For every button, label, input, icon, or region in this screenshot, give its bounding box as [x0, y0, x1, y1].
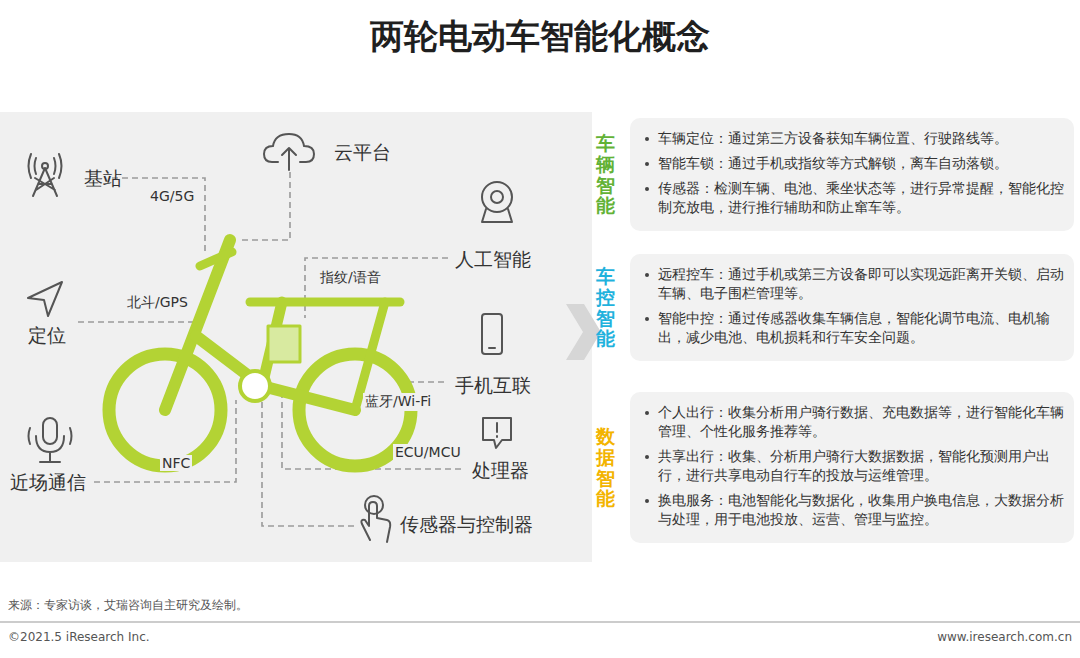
icon — [482, 209, 512, 222]
bullet-text: 传感器：检测车辆、电池、乘坐状态等，进行异常提醒，智能化控制充放电，进行推行辅助… — [658, 180, 1064, 215]
bullet-text: 智能车锁：通过手机或指纹等方式解锁，离车自动落锁。 — [658, 155, 1008, 171]
bullet-text: 智能车锁：通过手机或指纹等方式解锁，离车自动落锁。 — [642, 154, 1064, 173]
bullet-dot — [645, 273, 649, 277]
bullet-text: 远程控车：通过手机或第三方设备即可以实现远距离开关锁、启动车辆、电子围栏管理等。 — [642, 265, 1064, 303]
icon — [365, 496, 383, 514]
bullet-text: 智能中控：通过传感器收集车辆信息，智能化调节电流、电机输出，减少电池、电机损耗和… — [658, 310, 1050, 345]
vertical-heading: 车辆智能 — [596, 133, 615, 217]
icon — [496, 423, 498, 437]
chevron-arrow — [566, 304, 601, 360]
bullet-panel: 远程控车：通过手机或第三方设备即可以实现远距离开关锁、启动车辆、电子围栏管理等。… — [630, 254, 1074, 361]
bike — [250, 298, 400, 307]
icon — [42, 163, 48, 169]
part-label: ECU/MCU — [393, 444, 463, 460]
icon — [483, 418, 511, 448]
part-label: 近场通信 — [10, 470, 86, 496]
part-label: 基站 — [84, 166, 122, 192]
leader-line — [112, 178, 205, 252]
icon — [491, 191, 503, 203]
bike — [200, 252, 232, 266]
part-label: 人工智能 — [455, 247, 531, 273]
footer-note: 来源：专家访谈，艾瑞咨询自主研究及绘制。 — [8, 597, 248, 614]
leader-line — [408, 381, 448, 383]
bullet-text: 共享出行：收集、分析用户骑行大数据数据，智能化预测用户出行，进行共享电动自行车的… — [658, 448, 1050, 483]
bullet-text: 车辆定位：通过第三方设备获知车辆位置、行驶路线等。 — [642, 129, 1064, 148]
icon — [482, 314, 502, 354]
bullet-text: 个人出行：收集分析用户骑行数据、充电数据等，进行智能化车辆管理、个性化服务推荐等… — [658, 404, 1064, 439]
icon — [28, 282, 62, 316]
part-label: 云平台 — [334, 140, 391, 166]
leader-line — [242, 172, 290, 240]
bullet-dot — [645, 187, 649, 191]
icon — [43, 418, 57, 444]
bike — [268, 326, 300, 362]
icon — [482, 182, 512, 212]
part-label: 定位 — [28, 323, 66, 349]
part-label: 处理器 — [472, 458, 529, 484]
icon — [29, 428, 72, 444]
bullet-dot — [645, 137, 649, 141]
bullet-text: 智能中控：通过传感器收集车辆信息，智能化调节电流、电机输出，减少电池、电机损耗和… — [642, 309, 1064, 347]
bullet-text: 车辆定位：通过第三方设备获知车辆位置、行驶路线等。 — [658, 130, 1008, 146]
title: 两轮电动车智能化概念 — [0, 14, 1080, 60]
feature-box: 车辆智能车辆定位：通过第三方设备获知车辆位置、行驶路线等。智能车锁：通过手机或指… — [596, 118, 1074, 231]
left-panel — [0, 112, 592, 562]
icon — [489, 347, 495, 349]
part-label: 北斗/GPS — [125, 294, 190, 312]
bike — [350, 405, 360, 415]
bullet-text: 共享出行：收集、分析用户骑行大数据数据，智能化预测用户出行，进行共享电动自行车的… — [642, 447, 1064, 485]
part-label: 传感器与控制器 — [400, 512, 533, 538]
icon — [361, 502, 390, 542]
bullet-panel: 车辆定位：通过第三方设备获知车辆位置、行驶路线等。智能车锁：通过手机或指纹等方式… — [630, 118, 1074, 231]
part-label: 手机互联 — [455, 373, 531, 399]
bullet-dot — [645, 162, 649, 166]
bullet-text: 远程控车：通过手机或第三方设备即可以实现远距离开关锁、启动车辆、电子围栏管理等。 — [658, 266, 1064, 301]
footer-note: ©2021.5 iResearch Inc. — [8, 630, 150, 644]
feature-box: 数据智能 个人出行：收集分析用户骑行数据、充电数据等，进行智能化车辆管理、个性化服… — [596, 392, 1074, 543]
leader-line — [305, 258, 448, 318]
bullet-text: 个人出行：收集分析用户骑行数据、充电数据等，进行智能化车辆管理、个性化服务推荐等… — [642, 403, 1064, 441]
leader-line — [78, 172, 465, 526]
chevron-arrow — [566, 304, 601, 360]
bike — [240, 371, 270, 401]
bullet-dot — [645, 411, 649, 415]
icon — [29, 154, 62, 178]
vertical-heading: 车控智能 — [596, 266, 615, 350]
leader-line — [78, 321, 200, 323]
feature-box: 车控智能远程控车：通过手机或第三方设备即可以实现远距离开关锁、启动车辆、电子围栏… — [596, 254, 1074, 361]
bullet-dot — [645, 455, 649, 459]
part-label: 4G/5G — [148, 188, 196, 204]
footer-note: www.iresearch.com.cn — [937, 630, 1072, 644]
bullet-panel: 个人出行：收集分析用户骑行数据、充电数据等，进行智能化车辆管理、个性化服务推荐等… — [630, 392, 1074, 543]
bullet-dot — [645, 499, 649, 503]
part-label: 指纹/语音 — [318, 269, 383, 287]
footer-rule — [0, 622, 1080, 623]
icon — [33, 168, 57, 196]
vertical-heading: 数据智能 — [596, 426, 615, 510]
icon — [282, 148, 296, 170]
left-panel — [0, 112, 592, 562]
bullet-dot — [645, 317, 649, 321]
bike — [109, 240, 411, 466]
icon — [36, 436, 64, 462]
part-label: NFC — [160, 455, 192, 471]
footer-rule — [0, 622, 1080, 623]
bullet-text: 传感器：检测车辆、电池、乘坐状态等，进行异常提醒，智能化控制充放电，进行推行辅助… — [642, 179, 1064, 217]
bullet-text: 换电服务：电池智能化与数据化，收集用户换电信息，大数据分析与处理，用于电池投放、… — [642, 491, 1064, 529]
icon — [28, 134, 512, 542]
part-label: 蓝牙/Wi-Fi — [363, 393, 433, 411]
bullet-text: 换电服务：电池智能化与数据化，收集用户换电信息，大数据分析与处理，用于电池投放、… — [658, 492, 1064, 527]
